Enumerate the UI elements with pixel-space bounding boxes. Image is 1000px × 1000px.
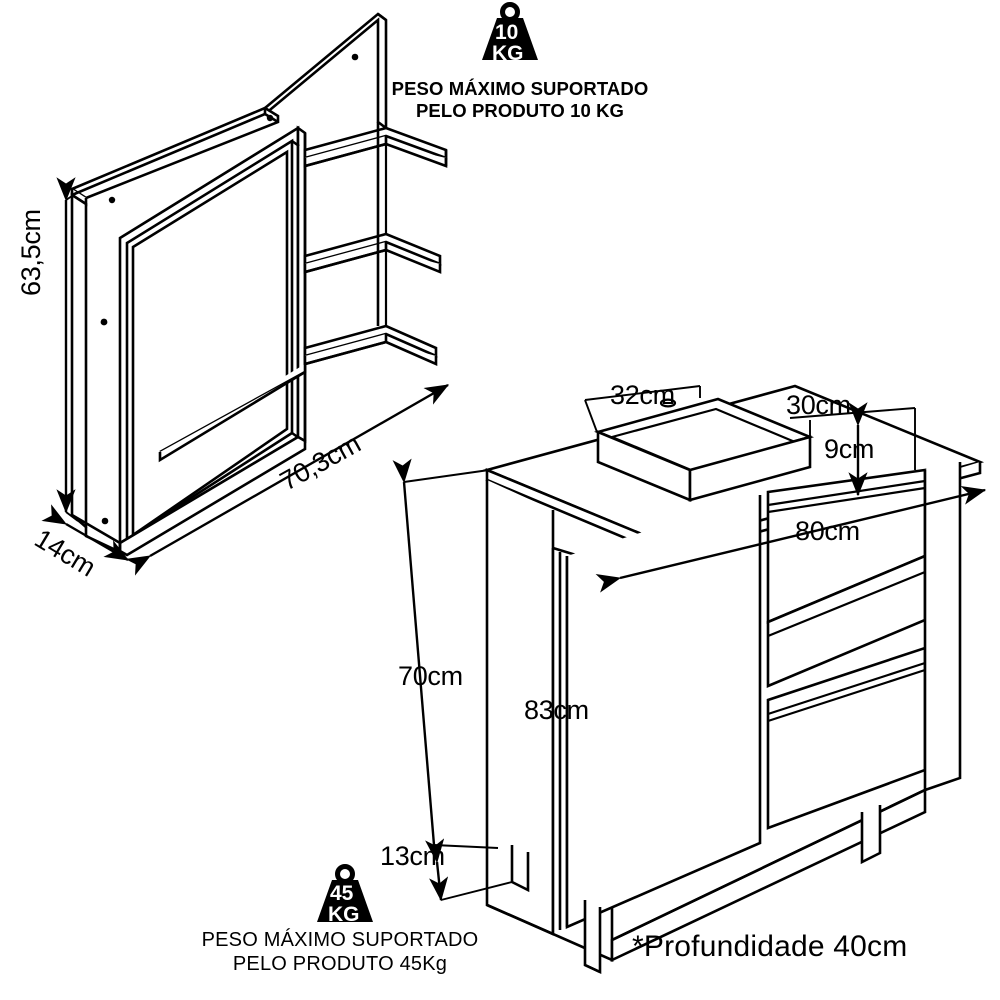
dim-label-sink-height: 9cm	[824, 434, 875, 464]
dim-label-mirror-height: 63,5cm	[16, 209, 46, 296]
dim-label-leg-height: 13cm	[380, 841, 445, 871]
dim-label-side-height: 83cm	[524, 695, 589, 725]
load-badge-top-weight-value: 10	[495, 21, 519, 44]
load-badge-top-line1: PESO MÁXIMO SUPORTADO	[391, 78, 649, 99]
load-badge-bottom: PESO MÁXIMO SUPORTADO PELO PRODUTO 45Kg	[185, 872, 495, 976]
load-badge-bottom-weight-unit: KG	[328, 903, 360, 926]
dim-label-sink-width: 32cm	[610, 380, 675, 410]
load-badge-bottom-line2: PELO PRODUTO 45Kg	[232, 953, 448, 975]
load-badge-top-line2: PELO PRODUTO 10 KG	[415, 99, 625, 121]
load-badge-top: PESO MÁXIMO SUPORTADO PELO PRODUTO 10 KG	[380, 12, 660, 122]
load-badge-bottom-line1: PESO MÁXIMO SUPORTADO	[201, 929, 479, 951]
dim-label-total-height: 70cm	[398, 661, 463, 691]
dim-label-cabinet-width: 80cm	[795, 516, 860, 546]
depth-note: *Profundidade 40cm	[632, 930, 908, 963]
dim-label-sink-depth: 30cm	[786, 390, 851, 420]
load-badge-bottom-weight-value: 45	[330, 882, 354, 905]
load-badge-top-weight-unit: KG	[492, 42, 524, 65]
